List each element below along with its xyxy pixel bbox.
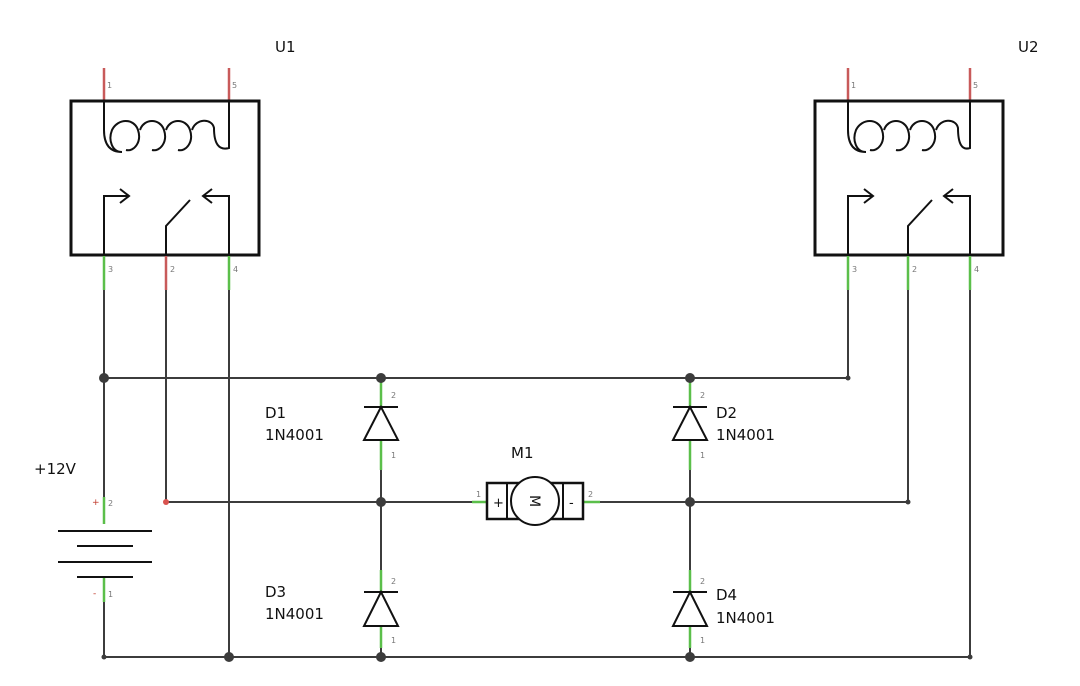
relay-u2-pin-4-label: 4 (974, 265, 979, 274)
wire-bottom-rail (104, 288, 971, 658)
relay-u2-nc-contact (945, 195, 971, 256)
wire-top-rail (104, 288, 849, 379)
motor-m1[interactable]: M1 1 2 M + - (472, 444, 600, 526)
diode-d3-ref: D3 (265, 583, 286, 601)
diode-d4-triangle (671, 589, 709, 627)
junction-node (376, 373, 386, 383)
junction-node (376, 497, 386, 507)
diode-d4-pin-1-label: 1 (700, 636, 705, 645)
diode-d1[interactable]: 2 1 D1 1N4001 (265, 380, 400, 470)
relay-u2-no-arrow (863, 188, 875, 204)
relay-u1-ref: U1 (275, 38, 296, 56)
battery-minus-sign: - (93, 589, 96, 599)
diode-d3-pin-1-label: 1 (391, 636, 396, 645)
motor-ref: M1 (511, 444, 534, 462)
diode-d2-pin-1-label: 1 (700, 451, 705, 460)
diode-d4[interactable]: 2 1 D4 1N4001 (671, 570, 775, 648)
motor-symbol: M (526, 495, 542, 507)
diode-d3-pin-2-label: 2 (391, 577, 396, 586)
relay-u1[interactable]: U1 1 5 3 2 4 (69, 38, 296, 290)
relay-u1-pin-3-label: 3 (108, 265, 113, 274)
motor-pin-2-label: 2 (588, 490, 593, 499)
relay-u2[interactable]: U2 1 5 3 2 4 (813, 38, 1039, 290)
diode-d4-pin-2-label: 2 (700, 577, 705, 586)
junction-nodes (99, 373, 973, 662)
relay-u2-coil (847, 101, 971, 153)
relay-u1-no-arrow (119, 188, 131, 204)
junction-node (101, 654, 107, 660)
wire-u1-common (165, 288, 472, 503)
junction-node (685, 373, 695, 383)
diode-d1-pin-2-label: 2 (391, 391, 396, 400)
diode-d1-ref: D1 (265, 404, 286, 422)
relay-u2-pin-1-label: 1 (851, 81, 856, 90)
wires (103, 288, 971, 658)
junction-node (905, 499, 911, 505)
junction-node (376, 652, 386, 662)
relay-u1-armature (165, 199, 191, 256)
junction-node (685, 652, 695, 662)
relay-u1-pin-4-label: 4 (233, 265, 238, 274)
relay-u2-pin-3-label: 3 (852, 265, 857, 274)
diode-d3-part: 1N4001 (265, 605, 324, 623)
motor-pin-1-label: 1 (476, 490, 481, 499)
diode-d2-pin-2-label: 2 (700, 391, 705, 400)
motor-minus-sign: - (569, 496, 574, 511)
diode-d3[interactable]: 2 1 D3 1N4001 (265, 570, 400, 648)
relay-u1-pin-1-label: 1 (107, 81, 112, 90)
motor-circle (510, 476, 560, 526)
diode-d2[interactable]: 2 1 D2 1N4001 (671, 380, 775, 470)
junction-node (685, 497, 695, 507)
junction-node (224, 652, 234, 662)
relay-u2-armature (907, 199, 933, 256)
diode-d2-ref: D2 (716, 404, 737, 422)
diode-d3-triangle (362, 589, 400, 627)
motor-plus-sign: + (493, 496, 504, 511)
diode-d2-triangle (671, 404, 709, 441)
battery-pin-2-label: 2 (108, 499, 113, 508)
diode-d1-pin-1-label: 1 (391, 451, 396, 460)
junction-node (845, 375, 851, 381)
junction-node (99, 373, 109, 383)
relay-u2-pin-5-label: 5 (973, 81, 978, 90)
diode-d2-part: 1N4001 (716, 426, 775, 444)
relay-u1-no-contact (103, 195, 128, 256)
wire-u2-common (598, 288, 909, 503)
relay-u1-pin-2-label: 2 (170, 265, 175, 274)
relay-u1-nc-arrow (201, 188, 213, 204)
junction-node (967, 654, 973, 660)
relay-u2-pin-2-label: 2 (912, 265, 917, 274)
relay-u1-coil (103, 101, 230, 153)
diode-d1-triangle (362, 404, 400, 441)
battery-pin-1-label: 1 (108, 590, 113, 599)
diode-d1-part: 1N4001 (265, 426, 324, 444)
battery-voltage-label: +12V (34, 460, 77, 478)
relay-u1-nc-contact (204, 195, 230, 256)
junction-node-unconnected (163, 499, 169, 505)
relay-u2-nc-arrow (942, 188, 954, 204)
relay-u2-no-contact (847, 195, 872, 256)
battery-plus-sign: + (92, 498, 100, 508)
relay-u1-pin-5-label: 5 (232, 81, 237, 90)
diode-d4-part: 1N4001 (716, 609, 775, 627)
battery[interactable]: +12V + 2 - 1 (34, 460, 152, 602)
diode-d4-ref: D4 (716, 586, 737, 604)
relay-u2-ref: U2 (1018, 38, 1039, 56)
